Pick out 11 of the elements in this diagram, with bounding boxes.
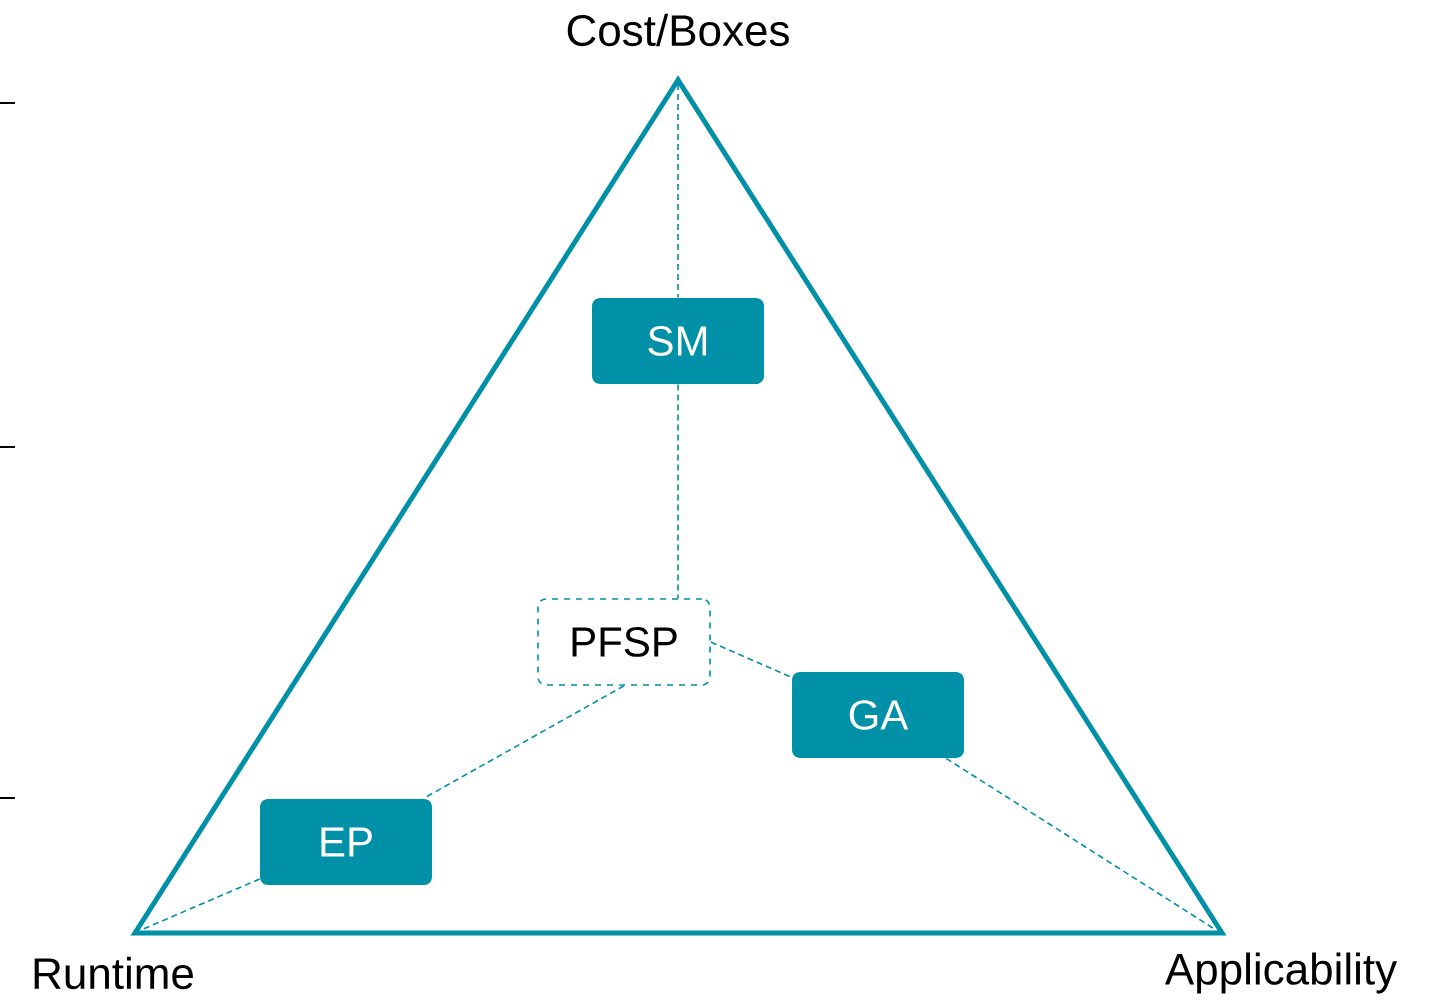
dashed-line [677,83,679,299]
label-box: SM [592,298,764,384]
dashed-line [677,383,679,599]
vertex-label: Cost/Boxes [567,13,789,47]
label-box: GA [792,672,964,758]
dashed-line [422,685,625,800]
vertex-label: Runtime [34,956,193,990]
dashed-line [710,641,793,679]
dashed-box: PFSP [537,598,711,686]
label-box: EP [260,799,432,885]
vertex-label: Applicability [1164,952,1398,994]
